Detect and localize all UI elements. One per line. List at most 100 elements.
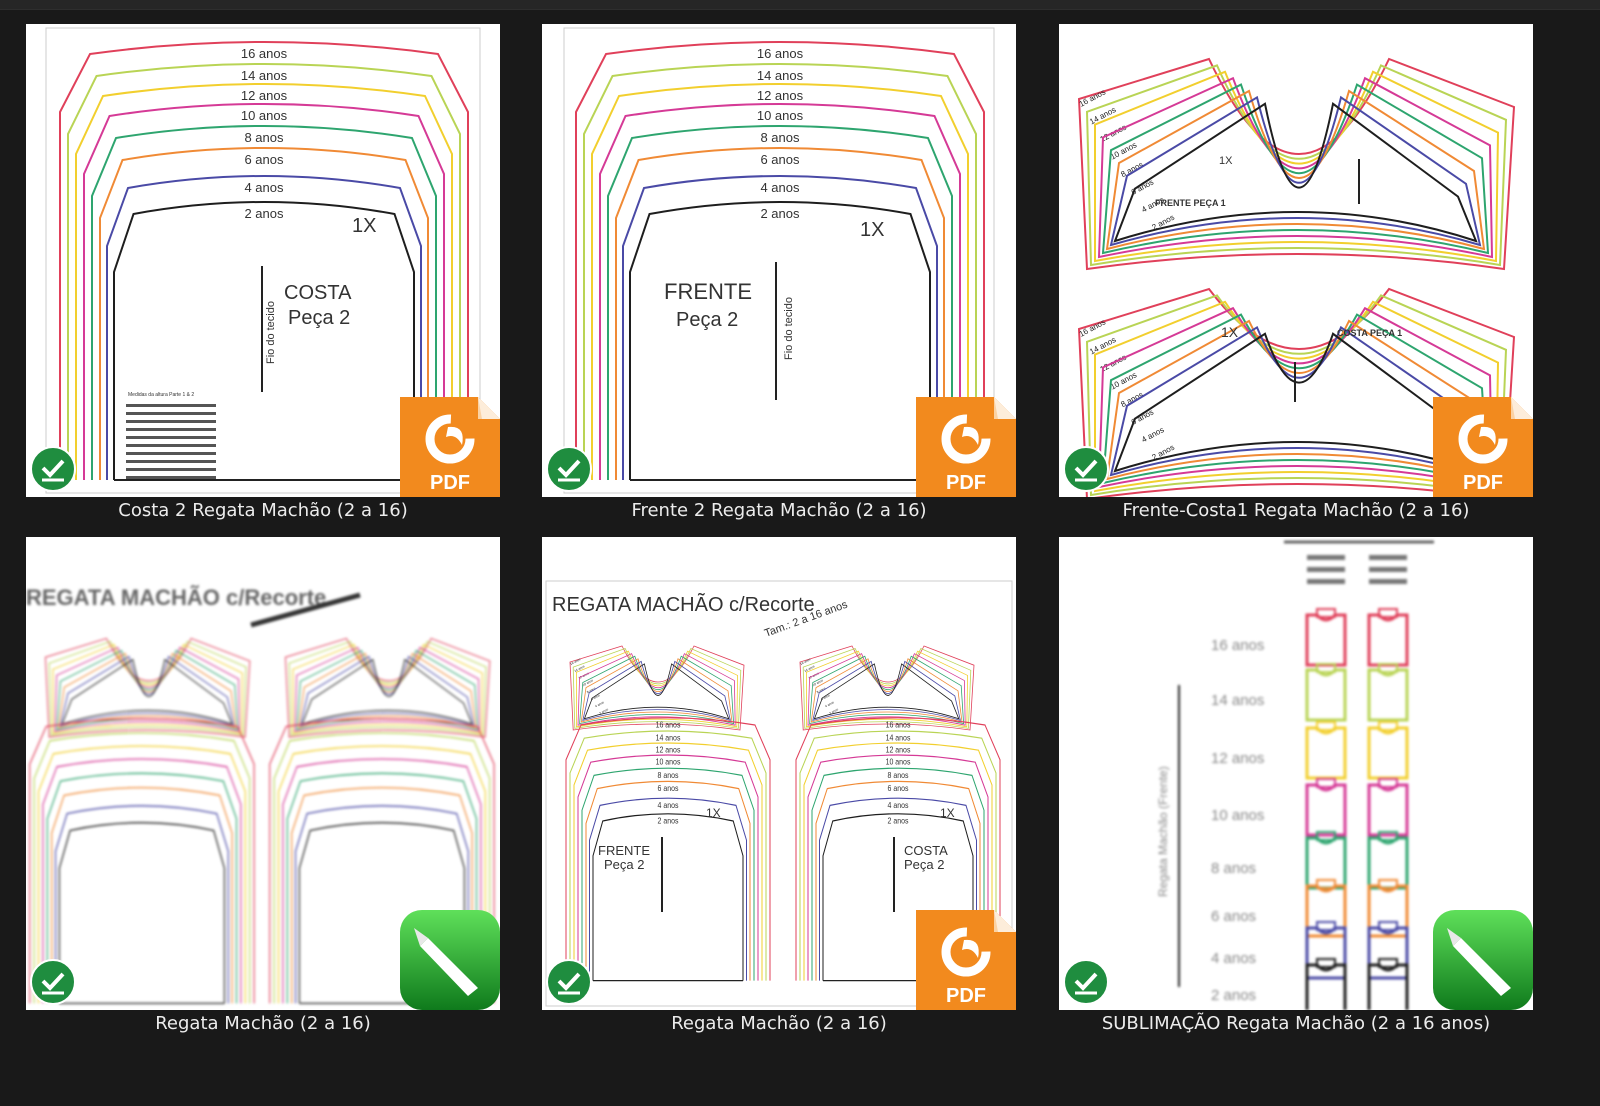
shirt-collar xyxy=(1316,721,1336,731)
size-label: 14 anos xyxy=(574,664,586,673)
shirt-icon xyxy=(1367,726,1409,780)
shirt-icon xyxy=(1367,783,1409,837)
size-outline-2-anos xyxy=(583,663,730,720)
page-border xyxy=(563,27,995,494)
size-outline-10-anos xyxy=(807,754,989,981)
shirt-collar xyxy=(1378,608,1398,618)
size-outline-12-anos xyxy=(52,643,243,734)
copies-label: 1X xyxy=(706,806,721,820)
size-outline-6-anos xyxy=(51,786,233,1004)
size-label: 8 anos xyxy=(1119,390,1144,409)
measure-row xyxy=(126,468,216,471)
grey-bar xyxy=(1369,567,1407,572)
size-outline-12-anos xyxy=(277,745,486,1004)
file-thumbnail[interactable]: REGATA MACHÃO c/Recorte xyxy=(26,537,500,1010)
measure-row xyxy=(126,404,216,407)
grain-label: Fio do tecido xyxy=(265,301,277,364)
size-outline-6-anos xyxy=(810,658,963,723)
size-outline-10-anos xyxy=(83,103,445,480)
size-outline-8-anos xyxy=(607,125,953,480)
page-border xyxy=(45,27,481,494)
measure-row xyxy=(126,460,216,463)
piece-subtitle: Peça 2 xyxy=(288,307,350,329)
grey-bar xyxy=(1307,555,1345,560)
size-outline-14-anos xyxy=(273,732,491,1004)
size-label: 2 anos xyxy=(244,206,284,221)
file-name[interactable]: Regata Machão (2 a 16) xyxy=(155,1013,371,1034)
size-outline-2-anos xyxy=(1113,102,1478,243)
size-label: 2 anos xyxy=(1151,443,1176,462)
size-outline-6-anos xyxy=(615,147,945,480)
pdf-label: PDF xyxy=(1463,472,1503,494)
shirt-icon xyxy=(1305,783,1347,837)
size-label: 6 anos xyxy=(590,693,601,701)
size-outline-16-anos xyxy=(1077,287,1516,497)
size-outline-4-anos xyxy=(622,175,938,480)
sync-status-check-icon xyxy=(1063,446,1109,492)
size-outline-8-anos xyxy=(56,649,239,731)
measure-row xyxy=(126,420,216,423)
piece-front-label: FRENTE PEÇA 1 xyxy=(1155,198,1226,208)
size-outline-6-anos xyxy=(580,658,733,723)
size-label: 16 anos xyxy=(799,657,811,666)
sync-status-check-icon xyxy=(546,446,592,492)
size-outline-12-anos xyxy=(806,650,969,728)
size-outline-16-anos xyxy=(269,718,495,1004)
size-outline-10-anos xyxy=(599,103,961,480)
pdf-file-icon: PDF xyxy=(916,397,1016,497)
file-name[interactable]: SUBLIMAÇÃO Regata Machão (2 a 16 anos) xyxy=(1101,1013,1491,1034)
size-outline-8-anos xyxy=(46,772,238,1004)
size-label: 4 anos xyxy=(888,800,909,810)
grey-bar xyxy=(1369,579,1407,584)
size-label: 12 anos xyxy=(1211,750,1264,767)
size-outline-12-anos xyxy=(292,643,483,734)
size-outline-6-anos xyxy=(815,780,981,981)
size-outline-6-anos xyxy=(297,652,477,729)
file-name[interactable]: Frente 2 Regata Machão (2 a 16) xyxy=(631,500,927,521)
file-name[interactable]: Regata Machão (2 a 16) xyxy=(671,1013,887,1034)
size-label: 2 anos xyxy=(599,707,610,715)
size-outline-10-anos xyxy=(42,758,242,1004)
piece-subtitle: Peça 2 xyxy=(676,309,738,331)
pdf-file-icon: PDF xyxy=(400,397,500,497)
pattern-title: REGATA MACHÃO c/Recorte xyxy=(26,585,326,610)
shirt-icon xyxy=(1367,963,1409,1010)
size-label: 6 anos xyxy=(1211,908,1256,925)
size-outline-4-anos xyxy=(299,655,475,727)
pdf-file-icon: PDF xyxy=(916,910,1016,1010)
shirt-collar xyxy=(1316,921,1336,931)
drawing-file-icon xyxy=(1433,910,1533,1010)
size-outline-10-anos xyxy=(577,653,736,726)
size-outline-14-anos xyxy=(33,732,251,1004)
piece-back-label: COSTA PEÇA 1 xyxy=(1337,328,1402,338)
size-label: 6 anos xyxy=(760,152,800,167)
shirt-collar xyxy=(1378,921,1398,931)
size-outline-12-anos xyxy=(37,745,246,1004)
file-name[interactable]: Frente-Costa1 Regata Machão (2 a 16) xyxy=(1122,500,1470,521)
size-outline-16-anos xyxy=(575,41,985,480)
size-outline-4-anos xyxy=(59,655,235,727)
back-sub: Peça 2 xyxy=(904,857,944,872)
size-outline-2-anos xyxy=(592,813,744,981)
piece-title: FRENTE xyxy=(664,279,752,304)
size-outline-12-anos xyxy=(803,742,993,981)
size-label: 4 anos xyxy=(1211,950,1256,967)
copies-label: 1X xyxy=(1221,324,1239,340)
file-name[interactable]: Costa 2 Regata Machão (2 a 16) xyxy=(118,500,408,521)
size-label: 16 anos xyxy=(656,720,681,730)
size-label: 4 anos xyxy=(594,700,605,708)
measure-row xyxy=(126,412,216,415)
pdf-label: PDF xyxy=(946,985,986,1007)
size-outline-12-anos xyxy=(1094,70,1500,263)
size-label: 2 anos xyxy=(760,206,800,221)
front-label: FRENTE xyxy=(598,843,650,858)
size-outline-2-anos xyxy=(301,658,473,725)
